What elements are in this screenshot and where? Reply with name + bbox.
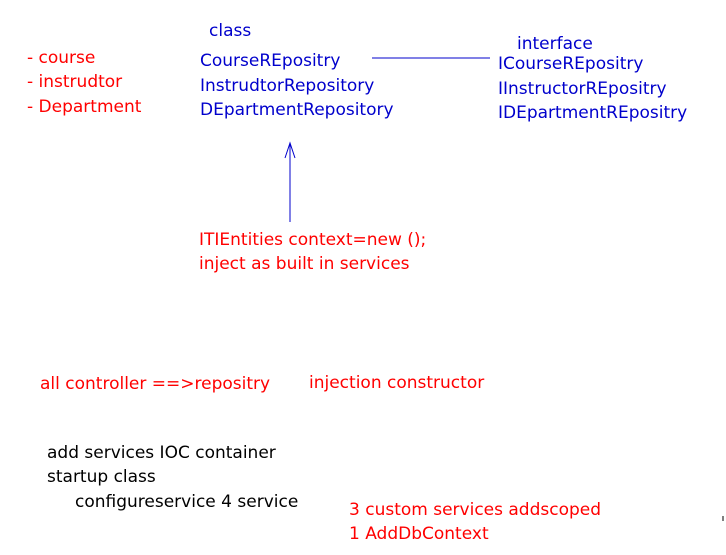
entity-instructor: - instrudtor [27, 72, 123, 92]
class-instructor-repository: InstrudtorRepository [200, 76, 375, 96]
interface-instructor-repository: IInstructorREpositry [498, 79, 667, 99]
class-course-repository: CourseREpositry [200, 51, 341, 71]
services-note-line-1: add services IOC container [47, 443, 276, 463]
interface-course-repository: ICourseREpositry [498, 54, 644, 74]
controller-note: all controller ==>repositry [40, 374, 271, 394]
entity-course: - course [27, 48, 96, 68]
interface-heading: interface [517, 34, 593, 54]
entity-department: - Department [27, 97, 142, 117]
custom-note-line-1: 3 custom services addscoped [349, 500, 602, 520]
context-note-line-2: inject as built in services [199, 254, 410, 274]
class-department-repository: DEpartmentRepository [200, 100, 394, 120]
interface-department-repository: IDEpartmentREpositry [498, 103, 688, 123]
context-note-line-1: ITIEntities context=new (); [199, 230, 427, 250]
injection-constructor-note: injection constructor [309, 373, 485, 393]
custom-note-line-2: 1 AddDbContext [349, 524, 489, 544]
class-heading: class [209, 21, 252, 41]
services-note-line-2: startup class [47, 467, 156, 487]
services-note-line-3: configureservice 4 service [75, 492, 299, 512]
context-arrow-head [284, 141, 296, 159]
